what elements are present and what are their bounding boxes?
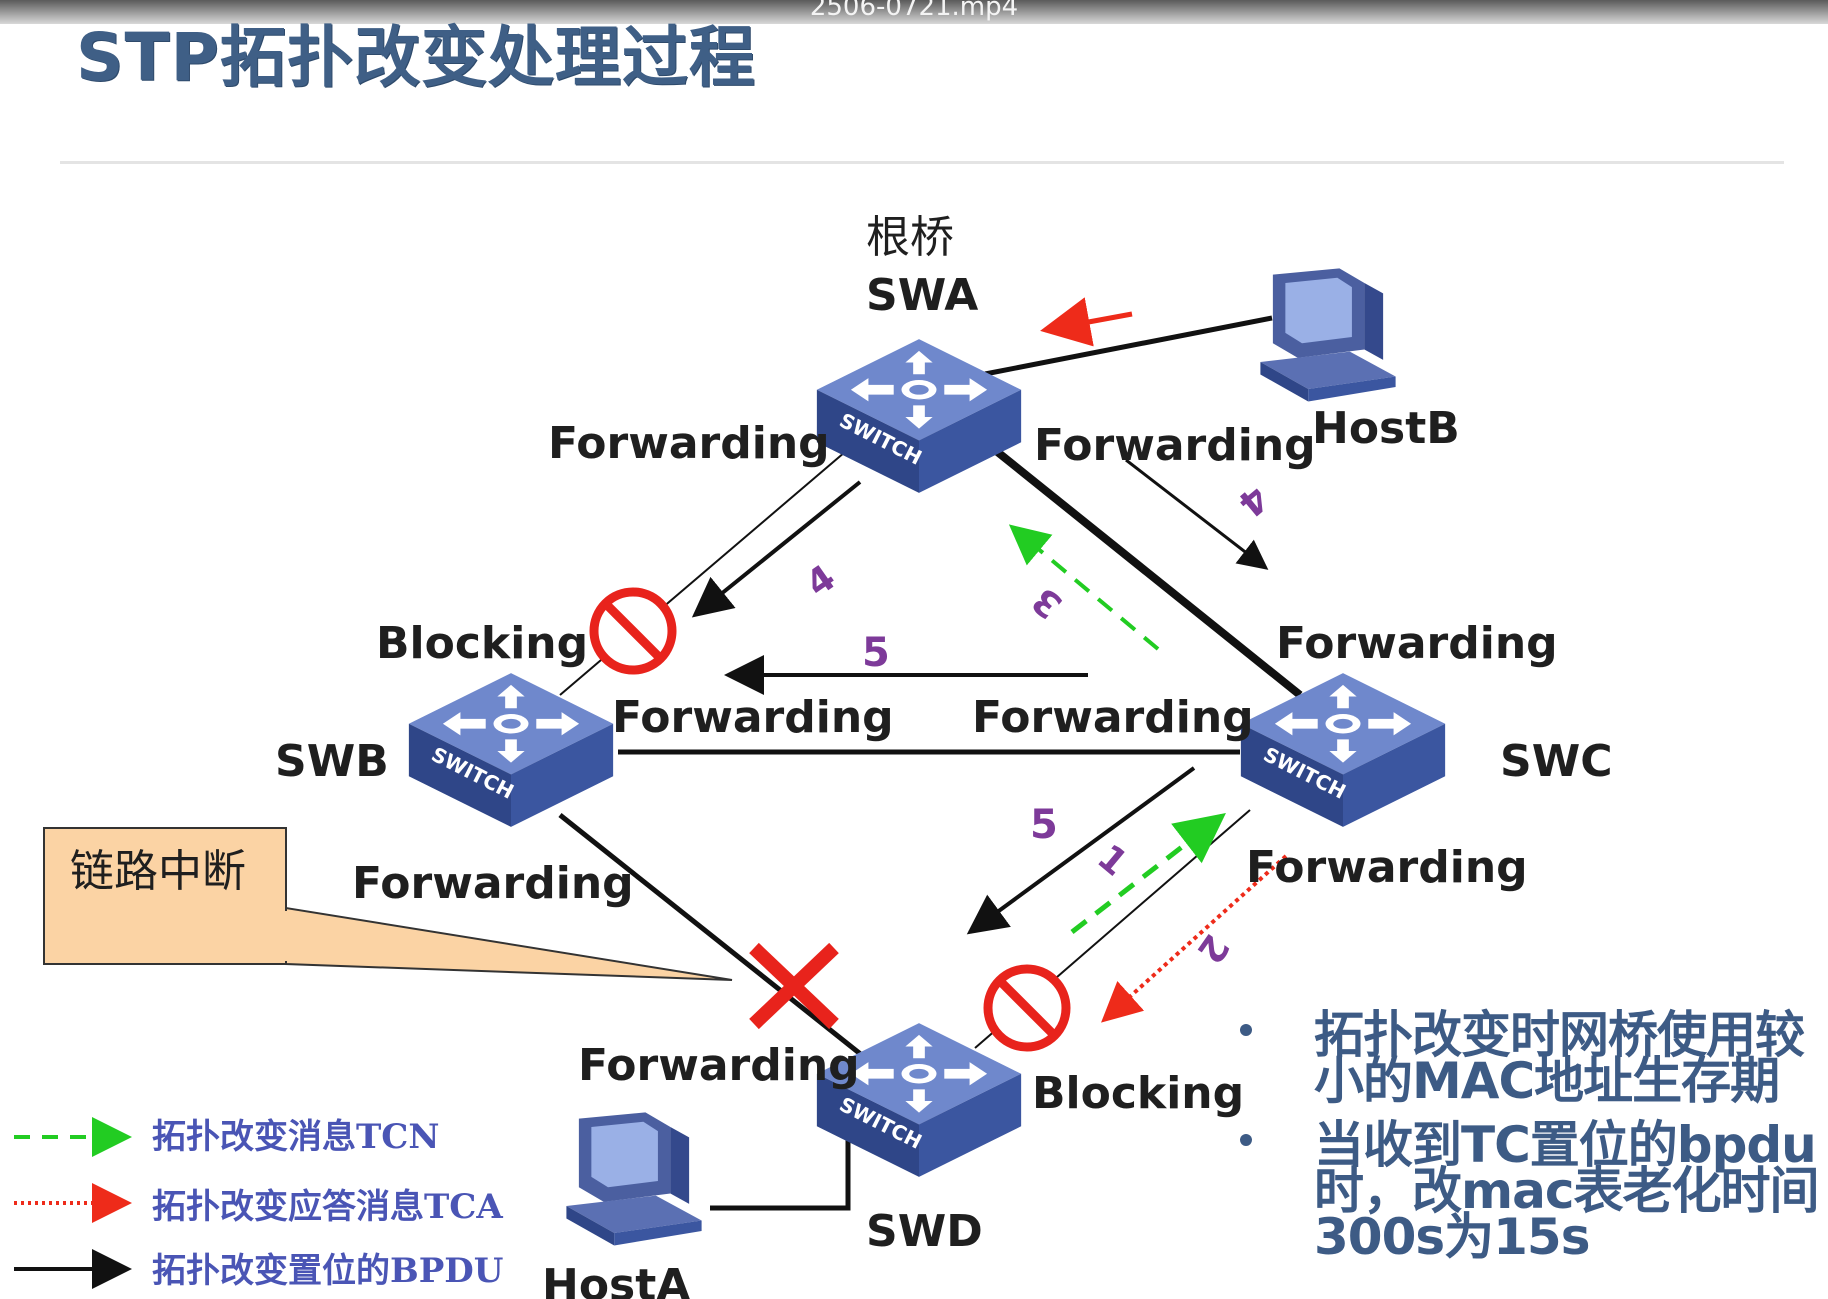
swa-label: SWA <box>866 270 978 321</box>
callout-text: 链路中断 <box>70 846 246 897</box>
root-bridge-label: 根桥 <box>866 212 954 263</box>
bpdu-arrow-4-right <box>1125 458 1269 570</box>
bullet-list: 拓扑改变时网桥使用较小的MAC地址生存期 当收到TC置位的bpdu时，改mac表… <box>1240 1010 1820 1278</box>
tca-arrow-2 <box>1101 854 1288 1023</box>
bpdu-arrow-4-left <box>691 480 862 618</box>
link-swa-hostb <box>984 315 1273 377</box>
swc-label: SWC <box>1500 736 1613 787</box>
swd-label: SWD <box>866 1206 983 1257</box>
link-swa-swc <box>992 446 1303 699</box>
legend-bpdu-text: 拓扑改变置位的BPDU <box>152 1251 503 1291</box>
bullet-text: 拓扑改变时网桥使用较小的MAC地址生存期 <box>1314 1006 1805 1110</box>
bullet-dot-icon <box>1240 1134 1252 1146</box>
tcn-arrow-3 <box>1008 524 1160 651</box>
port-state-swa-left: Forwarding <box>548 418 830 469</box>
block-sign-swd-icon <box>983 964 1071 1052</box>
callout-link-down <box>43 827 733 981</box>
port-state-swd-top: Forwarding <box>578 1040 860 1091</box>
bullet-text: 当收到TC置位的bpdu时，改mac表老化时间300s为15s <box>1314 1116 1819 1266</box>
step-number-3: 3 <box>1025 579 1071 627</box>
swb-label: SWB <box>275 736 389 787</box>
port-state-swb-top: Blocking <box>376 618 588 669</box>
legend-tcn-text: 拓扑改变消息TCN <box>152 1117 439 1157</box>
hosta-label: HostA <box>542 1260 690 1299</box>
bullet-item: 拓扑改变时网桥使用较小的MAC地址生存期 <box>1240 1010 1820 1106</box>
video-title: 2506-0721.mp4 <box>809 0 1019 22</box>
step-number-4-right: 4 <box>1230 477 1276 525</box>
legend-tca-text: 拓扑改变应答消息TCA <box>152 1187 503 1227</box>
bpdu-arrow-5-bottom <box>966 766 1196 935</box>
page-title: STP拓扑改变处理过程 <box>76 19 756 96</box>
block-sign-swb-icon <box>589 587 677 675</box>
step-number-5-top: 5 <box>862 630 890 676</box>
bullet-dot-icon <box>1240 1024 1252 1036</box>
port-state-swb-bottom: Forwarding <box>352 858 634 909</box>
port-state-swc-top: Forwarding <box>1276 618 1558 669</box>
tcn-arrow-1 <box>1070 812 1226 934</box>
port-state-swd-right: Blocking <box>1032 1068 1244 1119</box>
title-divider <box>60 161 1784 164</box>
port-state-swc-left: Forwarding <box>972 692 1254 743</box>
port-state-swa-right: Forwarding <box>1034 420 1316 471</box>
step-number-4-left: 4 <box>799 557 843 605</box>
hosta-computer-icon <box>566 1112 702 1246</box>
bullet-item: 当收到TC置位的bpdu时，改mac表老化时间300s为15s <box>1240 1120 1820 1262</box>
hostb-label: HostB <box>1312 403 1460 454</box>
port-state-swb-right: Forwarding <box>612 692 894 743</box>
hostb-computer-icon <box>1260 268 1396 402</box>
link-break-x-icon <box>749 942 839 1030</box>
step-number-2: 2 <box>1188 926 1236 970</box>
video-title-bar <box>0 0 1828 24</box>
port-state-swc-bottom: Forwarding <box>1246 842 1528 893</box>
tcn-from-hostb-arrow <box>1040 297 1133 347</box>
step-number-5-bottom: 5 <box>1030 802 1058 848</box>
link-swb-swd <box>558 813 870 1062</box>
step-number-1: 1 <box>1089 837 1135 885</box>
